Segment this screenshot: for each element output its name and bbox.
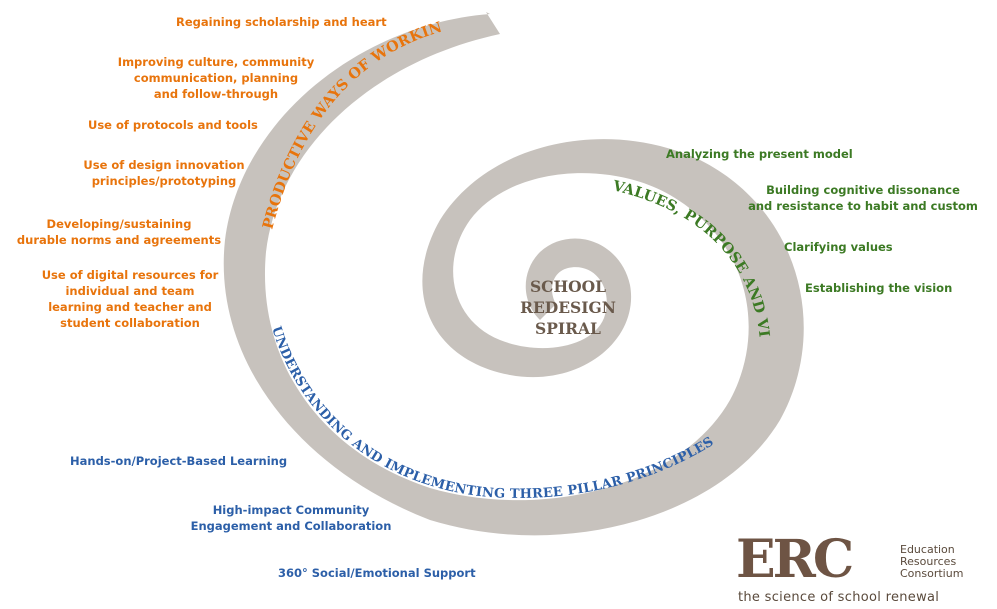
center-line: SCHOOL — [529, 277, 607, 296]
label-establishing-vision: Establishing the vision — [805, 281, 953, 295]
spiral-center-title: SCHOOL REDESIGN SPIRAL — [508, 276, 628, 339]
label-analyzing-model: Analyzing the present model — [666, 147, 853, 161]
erc-logo-name: Education Resources Consortium — [900, 543, 964, 580]
label-community-engagement: High-impact Community Engagement and Col… — [190, 503, 392, 533]
label-social-emotional-support: 360° Social/Emotional Support — [278, 566, 476, 580]
erc-logo-mark: ERC — [736, 529, 854, 590]
label-digital-resources: Use of digital resources for individual … — [41, 268, 219, 330]
label-protocols-tools: Use of protocols and tools — [88, 118, 258, 132]
label-project-based-learning: Hands-on/Project-Based Learning — [70, 454, 288, 468]
label-cognitive-dissonance: Building cognitive dissonance and resist… — [748, 183, 978, 213]
label-regaining-scholarship: Regaining scholarship and heart — [176, 15, 387, 29]
center-line: REDESIGN — [520, 298, 616, 317]
label-improving-culture: Improving culture, community communicati… — [117, 55, 315, 101]
erc-logo: ERC Education Resources Consortium the s… — [728, 528, 988, 608]
label-clarifying-values: Clarifying values — [784, 240, 893, 254]
center-line: SPIRAL — [535, 319, 601, 338]
label-design-innovation: Use of design innovation principles/prot… — [83, 158, 245, 188]
erc-tagline: the science of school renewal — [738, 590, 940, 605]
label-durable-norms: Developing/sustaining durable norms and … — [16, 217, 222, 247]
arc-label-productive-ways: PRODUCTIVE WAYS OF WORKING — [0, 0, 444, 231]
